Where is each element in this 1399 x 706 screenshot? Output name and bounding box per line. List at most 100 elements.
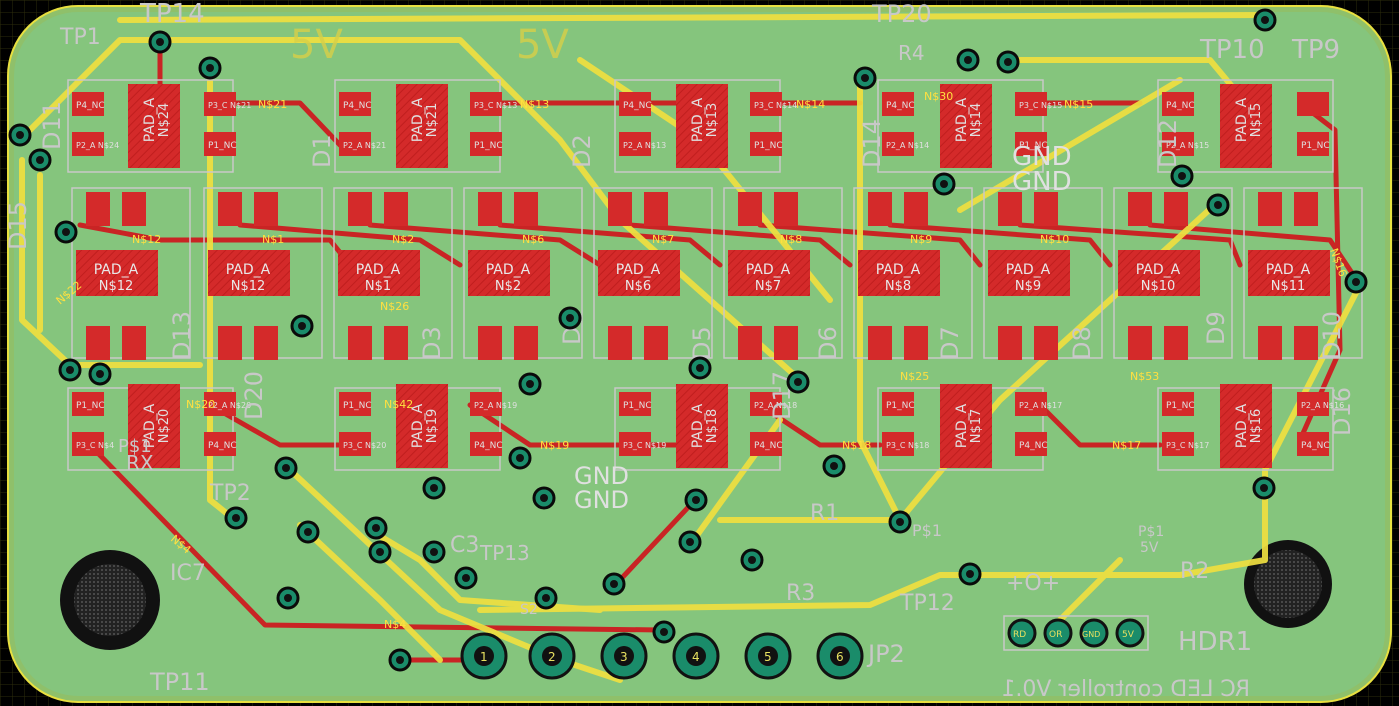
- led-middle-8: PAD_AN$9: [983, 187, 1103, 360]
- smd-pad: [644, 192, 668, 226]
- pad-label: PAD_A: [690, 97, 706, 142]
- net-label: N$24: [157, 103, 172, 138]
- led-middle-6: PAD_AN$7: [723, 187, 843, 360]
- led-top-3: PAD_A N$13 P4_NC P2_A N$13 P3_C N$14 P1_…: [614, 79, 797, 173]
- via-drill: [748, 556, 756, 564]
- pin1-label: P1_NC: [1166, 401, 1195, 411]
- smd-pad: [1128, 192, 1152, 226]
- smd-pad: [738, 326, 762, 360]
- smd-pad: [608, 326, 632, 360]
- pin2-label: P2_A N$18: [754, 401, 797, 410]
- via-drill: [1004, 58, 1012, 66]
- pad-label: PAD_A: [954, 403, 970, 448]
- via-drill: [232, 514, 240, 522]
- pad-a: [728, 250, 810, 296]
- pin1-label: P1_NC: [1301, 141, 1330, 151]
- via-drill: [96, 370, 104, 378]
- via-drill: [376, 548, 384, 556]
- pin3-label: P3_C N$17: [1166, 441, 1209, 450]
- smd-pad: [774, 326, 798, 360]
- pin3-label: P3_C N$14: [754, 101, 797, 110]
- trace-label: N$42: [384, 398, 413, 411]
- svg-text:3: 3: [620, 650, 628, 664]
- via-drill: [610, 580, 618, 588]
- net-label: N$14: [969, 103, 984, 138]
- trace-label: N$19: [540, 439, 569, 452]
- silk-c3: C3: [450, 533, 479, 558]
- small-header-pin: OR: [1043, 618, 1073, 648]
- pad-label: PAD_A: [1006, 262, 1051, 278]
- pad-a: [1248, 250, 1330, 296]
- silk-polarity: +O+: [1006, 571, 1060, 596]
- net-label: N$12: [231, 279, 266, 294]
- trace-label: N$12: [132, 233, 161, 246]
- mounting-hole-right: [1244, 540, 1332, 628]
- trace-label: N$53: [1130, 370, 1159, 383]
- silk-tp10: TP10: [1199, 35, 1265, 65]
- smd-pad: [348, 326, 372, 360]
- pad-label: PAD_A: [1234, 97, 1250, 142]
- pin4-label: P4_NC: [1166, 101, 1195, 111]
- header-designator: HDR1: [1178, 627, 1252, 657]
- via-drill: [526, 380, 534, 388]
- trace-label: N$20: [186, 398, 215, 411]
- via-drill: [566, 314, 574, 322]
- silk-p1-mid: P$1: [912, 521, 942, 540]
- via-drill: [206, 64, 214, 72]
- smd-pad: [644, 326, 668, 360]
- smd-pad: [738, 192, 762, 226]
- pin1-label: P1_NC: [1019, 141, 1048, 151]
- via-drill: [282, 464, 290, 472]
- net-label: N$16: [1249, 409, 1264, 444]
- bottom-layer-traces: [77, 42, 1363, 663]
- trace-label: N$9: [910, 233, 932, 246]
- via-drill: [964, 56, 972, 64]
- pin3-label: P3_C N$20: [343, 441, 386, 450]
- diode-label: D12: [1154, 119, 1182, 168]
- smd-pad: [478, 326, 502, 360]
- pad-a: [468, 250, 550, 296]
- diode-label: D8: [1068, 326, 1096, 360]
- diode-label: D7: [936, 326, 964, 360]
- via-drill: [896, 518, 904, 526]
- smd-pad: [998, 326, 1022, 360]
- diode-label: D3: [418, 326, 446, 360]
- trace-label: N$21: [258, 98, 287, 111]
- via-drill: [430, 484, 438, 492]
- smd-pad: [122, 326, 146, 360]
- silk-tp14: TP14: [139, 0, 205, 29]
- trace-label: N$8: [780, 233, 802, 246]
- pin1-label: P1_NC: [754, 141, 783, 151]
- svg-text:OR: OR: [1049, 630, 1062, 640]
- via-drill: [686, 538, 694, 546]
- copper-pour: [14, 12, 1385, 696]
- via-drill: [794, 378, 802, 386]
- via-drill: [16, 131, 24, 139]
- silk-tp2: TP2: [209, 481, 251, 506]
- diode-label: D2: [568, 134, 596, 168]
- led-bottom-3: PAD_A N$18 P1_NC P3_C N$19 P2_A N$18 P4_…: [614, 384, 797, 471]
- pin4-label: P4_NC: [474, 441, 503, 451]
- pad-label: PAD_A: [94, 262, 139, 278]
- svg-text:1: 1: [480, 650, 488, 664]
- via-drill: [156, 38, 164, 46]
- via-drill: [660, 628, 668, 636]
- pad-a: [208, 250, 290, 296]
- pin2-label: P2_A N$21: [343, 141, 386, 150]
- via-drill: [516, 454, 524, 462]
- led-top-2: PAD_A N$21 P4_NC P2_A N$21 P3_C N$13 P1_…: [334, 79, 517, 173]
- led-middle-9: PAD_AN$10: [1113, 187, 1233, 360]
- smd-pad: [1294, 326, 1318, 360]
- header-pin: 2: [528, 632, 576, 680]
- pad-a: [598, 250, 680, 296]
- led-bottom-2: PAD_A N$19 P1_NC P3_C N$20 P2_A N$19 P4_…: [334, 384, 517, 471]
- via-drill: [542, 594, 550, 602]
- pin2-label: P2_A N$17: [1019, 401, 1062, 410]
- silk-r1: R1: [810, 501, 839, 526]
- via-drill: [304, 528, 312, 536]
- svg-text:6: 6: [836, 650, 844, 664]
- silk-tp20: TP20: [871, 0, 932, 28]
- silk-s2: S2: [520, 602, 538, 618]
- silk-5v-left: 5V: [290, 22, 343, 68]
